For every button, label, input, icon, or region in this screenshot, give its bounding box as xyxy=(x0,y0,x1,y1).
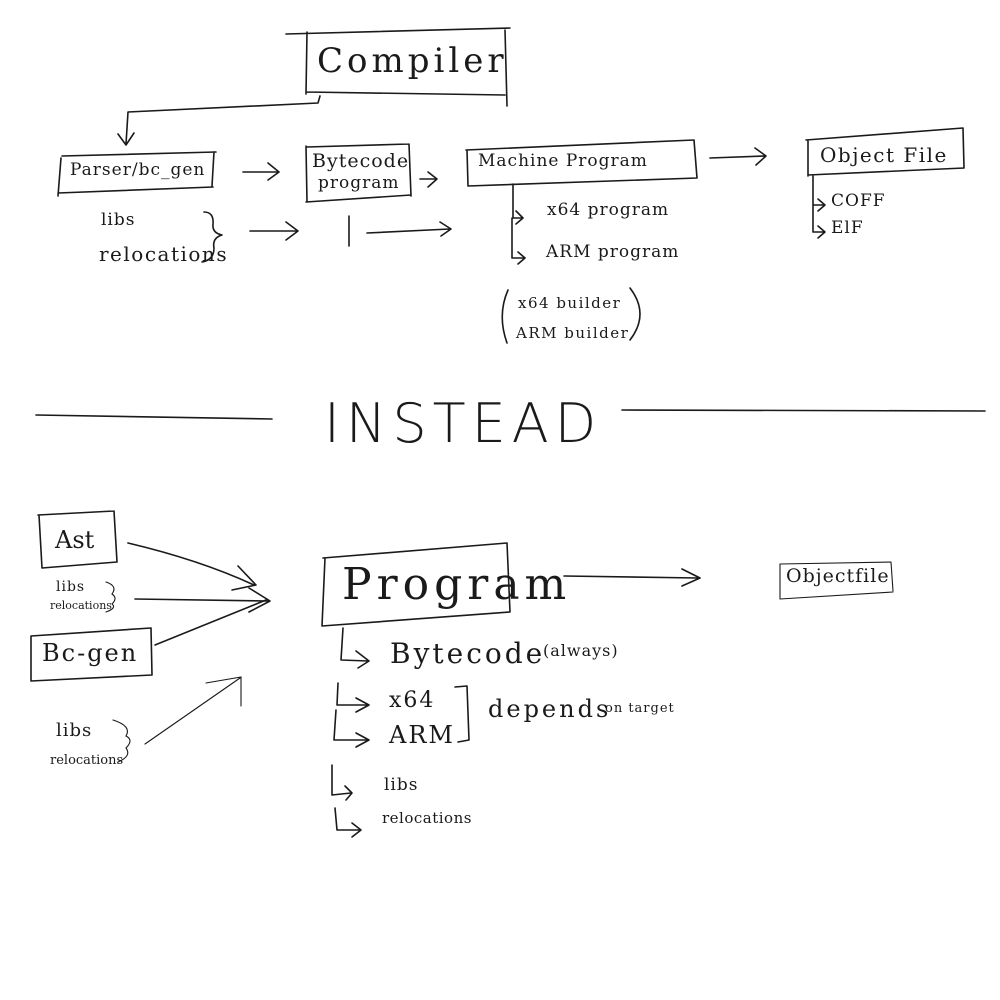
bytecode-label: Bytecode xyxy=(390,637,546,670)
divider-line-left xyxy=(35,414,273,420)
bytecode-label-line2: program xyxy=(318,173,400,193)
ast-to-program-arrow xyxy=(127,542,257,591)
object-file-box-top xyxy=(805,127,965,177)
x64-program-label: x64 program xyxy=(547,200,670,220)
bar-to-machine-arrow xyxy=(366,221,452,237)
bytecode-label-line1: Bytecode xyxy=(312,150,410,172)
parser-to-bytecode-arrow xyxy=(242,162,280,181)
objectfile-box xyxy=(779,561,894,600)
program-x64-branch xyxy=(336,682,370,713)
libs-a-brace xyxy=(105,581,116,613)
ast-box xyxy=(37,510,118,569)
depends-bracket xyxy=(454,685,470,743)
compiler-box xyxy=(285,27,511,107)
on-target-label: on target xyxy=(605,701,675,716)
bcgen-box xyxy=(30,627,153,682)
arm-builder-label: ARM builder xyxy=(516,324,630,342)
program-bytecode-branch xyxy=(340,627,370,669)
bytecode-box xyxy=(305,143,412,203)
program-to-objectfile-arrow xyxy=(563,568,701,587)
machine-program-box xyxy=(465,139,698,187)
program-title: Program xyxy=(342,559,572,610)
relocations-a-label: relocations xyxy=(50,599,112,612)
coff-label: COFF xyxy=(831,191,886,211)
parser-label: Parser/bc_gen xyxy=(70,160,206,180)
x64-label: x64 xyxy=(389,688,436,713)
always-note: (always) xyxy=(543,641,619,660)
program-box xyxy=(321,542,511,627)
libs-c-label: libs xyxy=(384,775,419,795)
parser-box xyxy=(57,151,217,197)
machine-to-object-arrow xyxy=(709,147,767,166)
top-libs-label: libs xyxy=(101,210,136,230)
libs-a-to-program-arrow xyxy=(134,587,271,613)
libs-to-bytecode-arrow xyxy=(249,221,299,241)
compiler-title: Compiler xyxy=(317,41,508,81)
program-relocations-branch xyxy=(334,807,362,838)
builder-parens xyxy=(501,287,641,344)
libs-b-brace xyxy=(112,719,131,763)
divider-line-right xyxy=(621,409,986,412)
arm-program-label: ARM program xyxy=(546,242,680,262)
instead-heading: INSTEAD xyxy=(324,392,603,455)
compiler-to-parser-arrow xyxy=(117,95,321,146)
bcgen-label: Bc-gen xyxy=(42,639,139,667)
relocations-c-label: relocations xyxy=(382,809,472,827)
libs-b-to-program-arrow xyxy=(144,676,242,745)
relocations-b-label: relocations xyxy=(50,753,124,768)
machine-program-label: Machine Program xyxy=(478,151,648,171)
libs-a-label: libs xyxy=(56,579,86,595)
object-file-label: Object File xyxy=(820,143,948,167)
x64-builder-label: x64 builder xyxy=(518,294,622,312)
top-relocations-label: relocations xyxy=(99,242,229,266)
arm-label: ARM xyxy=(389,721,455,749)
object-file-branch-lines xyxy=(812,175,826,239)
elf-label: ElF xyxy=(831,218,864,238)
libs-brace xyxy=(201,211,223,263)
bottom-objectfile-label: Objectfile xyxy=(786,565,890,587)
bcgen-to-program-arrow xyxy=(154,599,267,646)
libs-b-label: libs xyxy=(56,720,93,741)
bytecode-to-machine-arrow xyxy=(419,171,438,188)
machine-branch-lines xyxy=(511,183,526,265)
program-arm-branch xyxy=(333,709,370,748)
ast-label: Ast xyxy=(55,526,95,554)
program-libs-branch xyxy=(331,764,353,801)
depends-label: depends xyxy=(488,695,612,723)
